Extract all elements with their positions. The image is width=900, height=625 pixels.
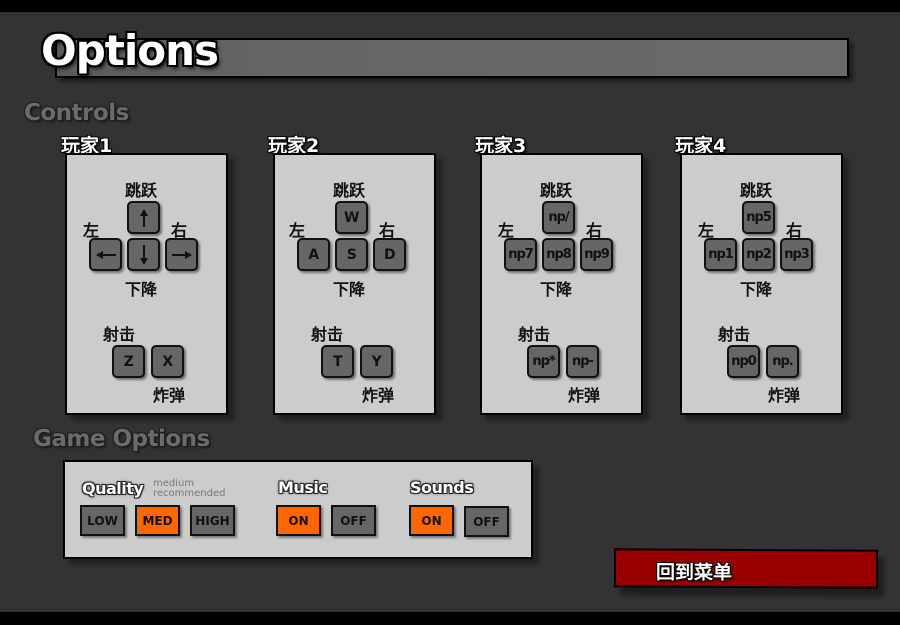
key-binding-bomb[interactable]: np. xyxy=(766,345,799,378)
key-binding-left[interactable]: np7 xyxy=(504,238,537,271)
key-binding-left[interactable]: np1 xyxy=(704,238,737,271)
sounds-on-button[interactable]: ON xyxy=(409,505,454,536)
right-label: 右 xyxy=(171,221,188,240)
key-binding-right[interactable]: np9 xyxy=(580,238,613,271)
jump-label: 跳跃 xyxy=(540,181,573,200)
bomb-label: 炸弹 xyxy=(153,386,186,405)
quality-low-button[interactable]: LOW xyxy=(80,505,125,536)
arrow-down-icon xyxy=(139,244,148,265)
right-label: 右 xyxy=(586,221,603,240)
shoot-label: 射击 xyxy=(518,325,551,344)
bottom-letterbox-bar xyxy=(0,612,900,625)
quality-med-button[interactable]: MED xyxy=(135,505,180,536)
top-letterbox-bar xyxy=(0,0,900,12)
page-title: Options xyxy=(41,26,219,75)
key-binding-right[interactable] xyxy=(165,238,198,271)
arrow-right-icon xyxy=(171,250,192,259)
music-on-button[interactable]: ON xyxy=(276,505,321,536)
key-binding-shoot[interactable]: np* xyxy=(527,345,560,378)
left-label: 左 xyxy=(83,221,100,240)
down-label: 下降 xyxy=(740,280,773,299)
left-label: 左 xyxy=(289,221,306,240)
sounds-off-button[interactable]: OFF xyxy=(464,506,509,537)
quality-high-button[interactable]: HIGH xyxy=(190,505,235,536)
player-4-controls-panel: 跳跃 左 右 np5 np1 np2 np3 下降 射击 np0 np. 炸弹 xyxy=(680,153,843,415)
key-binding-up[interactable] xyxy=(127,201,160,234)
back-to-menu-label: 回到菜单 xyxy=(656,561,733,584)
player-3-controls-panel: 跳跃 左 右 np/ np7 np8 np9 下降 射击 np* np- 炸弹 xyxy=(480,153,643,415)
key-binding-left[interactable]: A xyxy=(297,238,330,271)
key-binding-right[interactable]: np3 xyxy=(780,238,813,271)
player-1-label: 玩家1 xyxy=(61,135,113,157)
key-binding-down[interactable] xyxy=(127,238,160,271)
title-bar xyxy=(55,38,849,78)
key-binding-up[interactable]: np/ xyxy=(542,201,575,234)
player-1-controls-panel: 跳跃 左 右 下降 射击 Z X 炸弹 xyxy=(65,153,228,415)
key-binding-up[interactable]: np5 xyxy=(742,201,775,234)
down-label: 下降 xyxy=(333,280,366,299)
key-binding-bomb[interactable]: X xyxy=(151,345,184,378)
key-binding-shoot[interactable]: Z xyxy=(112,345,145,378)
shoot-label: 射击 xyxy=(103,325,136,344)
down-label: 下降 xyxy=(540,280,573,299)
player-3-label: 玩家3 xyxy=(475,135,527,157)
right-label: 右 xyxy=(379,221,396,240)
key-binding-bomb[interactable]: Y xyxy=(360,345,393,378)
bomb-label: 炸弹 xyxy=(768,386,801,405)
bomb-label: 炸弹 xyxy=(568,386,601,405)
back-to-menu-button[interactable]: 回到菜单 xyxy=(614,548,878,589)
key-binding-down[interactable]: np2 xyxy=(742,238,775,271)
key-binding-shoot[interactable]: np0 xyxy=(727,345,760,378)
controls-heading: Controls xyxy=(24,100,129,126)
key-binding-shoot[interactable]: T xyxy=(321,345,354,378)
quality-label: Quality xyxy=(82,479,144,498)
shoot-label: 射击 xyxy=(718,325,751,344)
bomb-label: 炸弹 xyxy=(362,386,395,405)
key-binding-right[interactable]: D xyxy=(373,238,406,271)
shoot-label: 射击 xyxy=(311,325,344,344)
arrow-left-icon xyxy=(95,250,116,259)
down-label: 下降 xyxy=(125,280,158,299)
jump-label: 跳跃 xyxy=(125,181,158,200)
left-label: 左 xyxy=(698,221,715,240)
jump-label: 跳跃 xyxy=(333,181,366,200)
music-off-button[interactable]: OFF xyxy=(331,505,376,536)
jump-label: 跳跃 xyxy=(740,181,773,200)
key-binding-up[interactable]: W xyxy=(335,201,368,234)
key-binding-down[interactable]: S xyxy=(335,238,368,271)
player-2-controls-panel: 跳跃 左 右 W A S D 下降 射击 T Y 炸弹 xyxy=(273,153,436,415)
arrow-up-icon xyxy=(139,208,148,227)
key-binding-left[interactable] xyxy=(89,238,122,271)
left-label: 左 xyxy=(498,221,515,240)
right-label: 右 xyxy=(786,221,803,240)
music-label: Music xyxy=(278,478,328,497)
quality-note-line1: medium xyxy=(153,478,195,489)
key-binding-bomb[interactable]: np- xyxy=(566,345,599,378)
sounds-label: Sounds xyxy=(410,478,474,497)
game-options-panel: Quality medium recommended LOW MED HIGH … xyxy=(63,460,533,559)
player-4-label: 玩家4 xyxy=(675,135,727,157)
quality-note-line2: recommended xyxy=(153,488,226,499)
game-options-heading: Game Options xyxy=(33,426,210,452)
key-binding-down[interactable]: np8 xyxy=(542,238,575,271)
player-2-label: 玩家2 xyxy=(268,135,320,157)
